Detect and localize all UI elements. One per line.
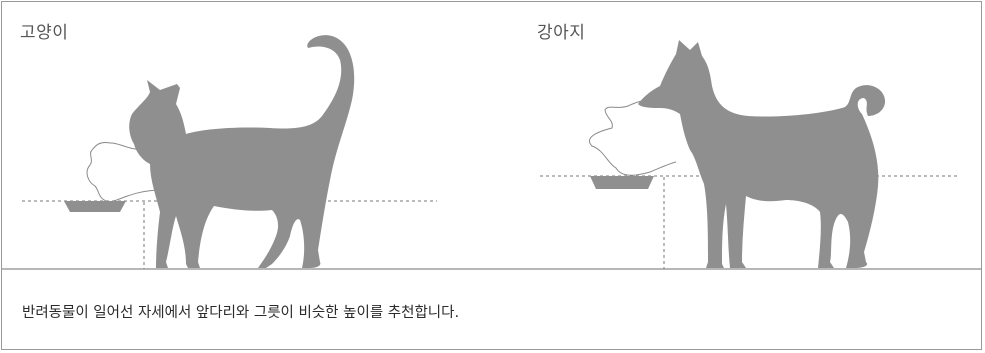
cat-silhouette-icon [129,35,355,268]
dog-scene [540,40,960,269]
dog-bowl-icon [590,176,654,189]
cat-bowl-icon [64,201,126,212]
dog-silhouette-icon [638,40,886,268]
dog-panel-label: 강아지 [537,23,586,43]
cat-scene [22,35,437,269]
cat-panel-label: 고양이 [20,23,69,43]
dog-eating-outline [589,97,681,176]
recommendation-caption: 반려동물이 일어선 자세에서 앞다리와 그릇이 비슷한 높이를 추천합니다. [22,305,460,321]
